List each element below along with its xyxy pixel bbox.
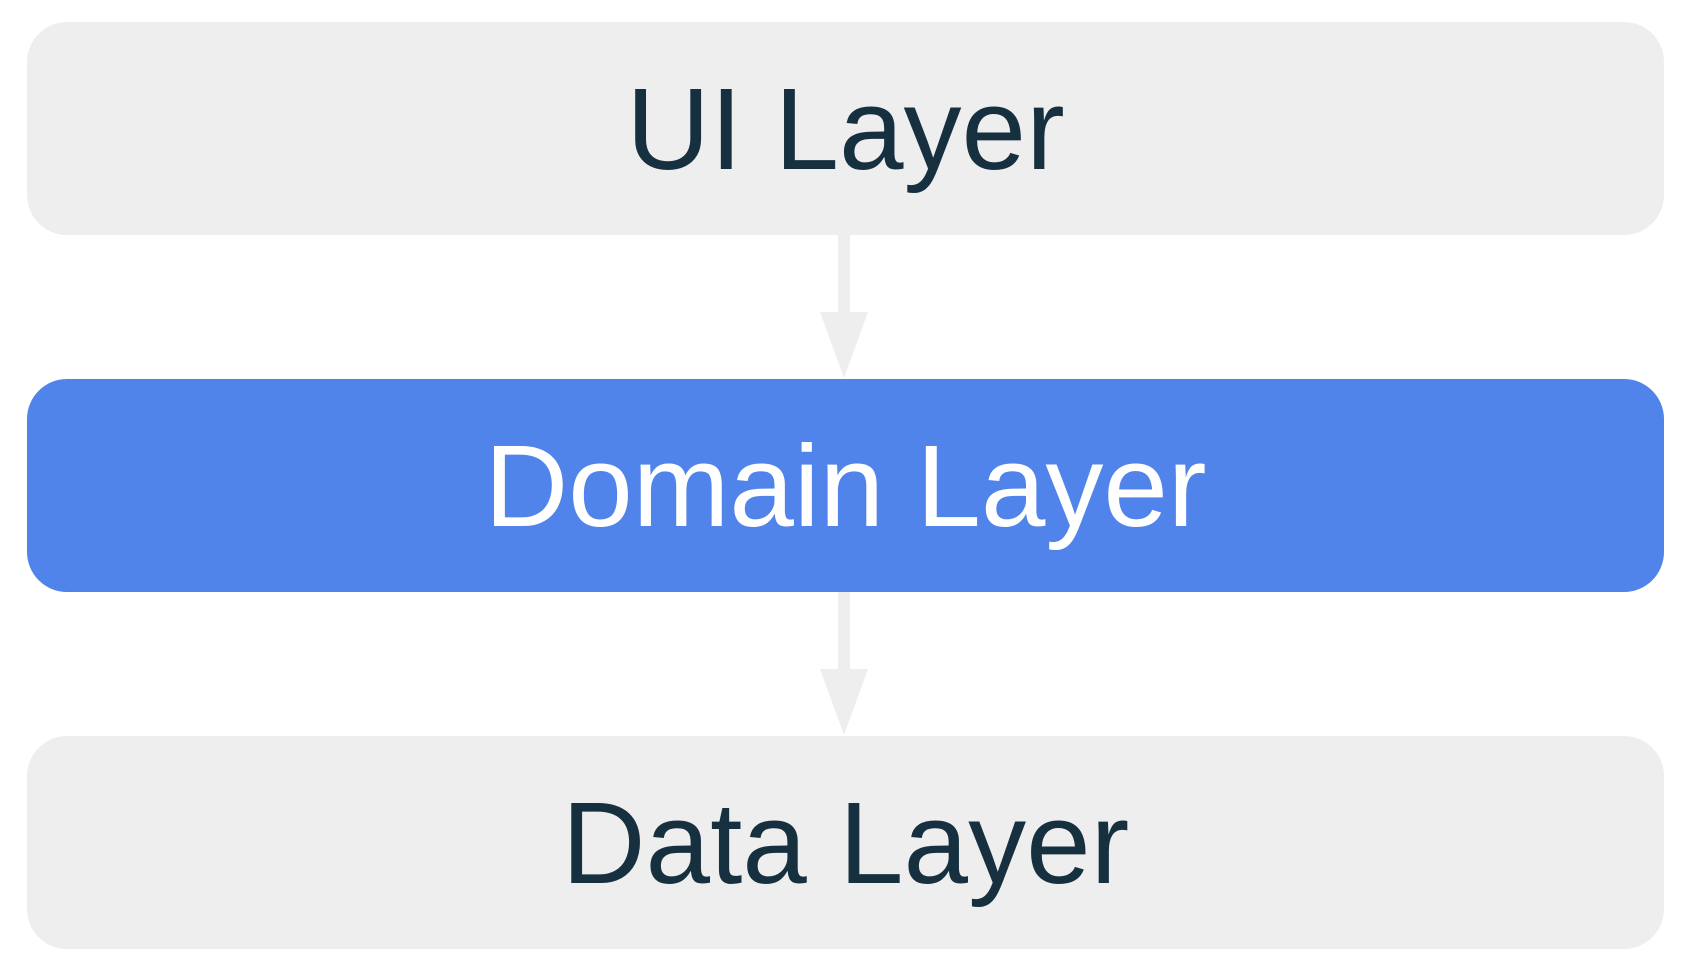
arrow-domain-to-data [820, 591, 868, 735]
arrow-head-2 [820, 669, 868, 735]
arrow-ui-to-domain [820, 234, 868, 378]
arrow-head-1 [820, 312, 868, 378]
arrow-shaft-1 [838, 234, 850, 314]
ui-layer-label: UI Layer [626, 63, 1065, 194]
ui-layer-box: UI Layer [27, 22, 1664, 235]
arrow-shaft-2 [838, 591, 850, 671]
domain-layer-box: Domain Layer [27, 379, 1664, 592]
data-layer-label: Data Layer [561, 777, 1130, 908]
data-layer-box: Data Layer [27, 736, 1664, 949]
domain-layer-label: Domain Layer [484, 420, 1207, 551]
